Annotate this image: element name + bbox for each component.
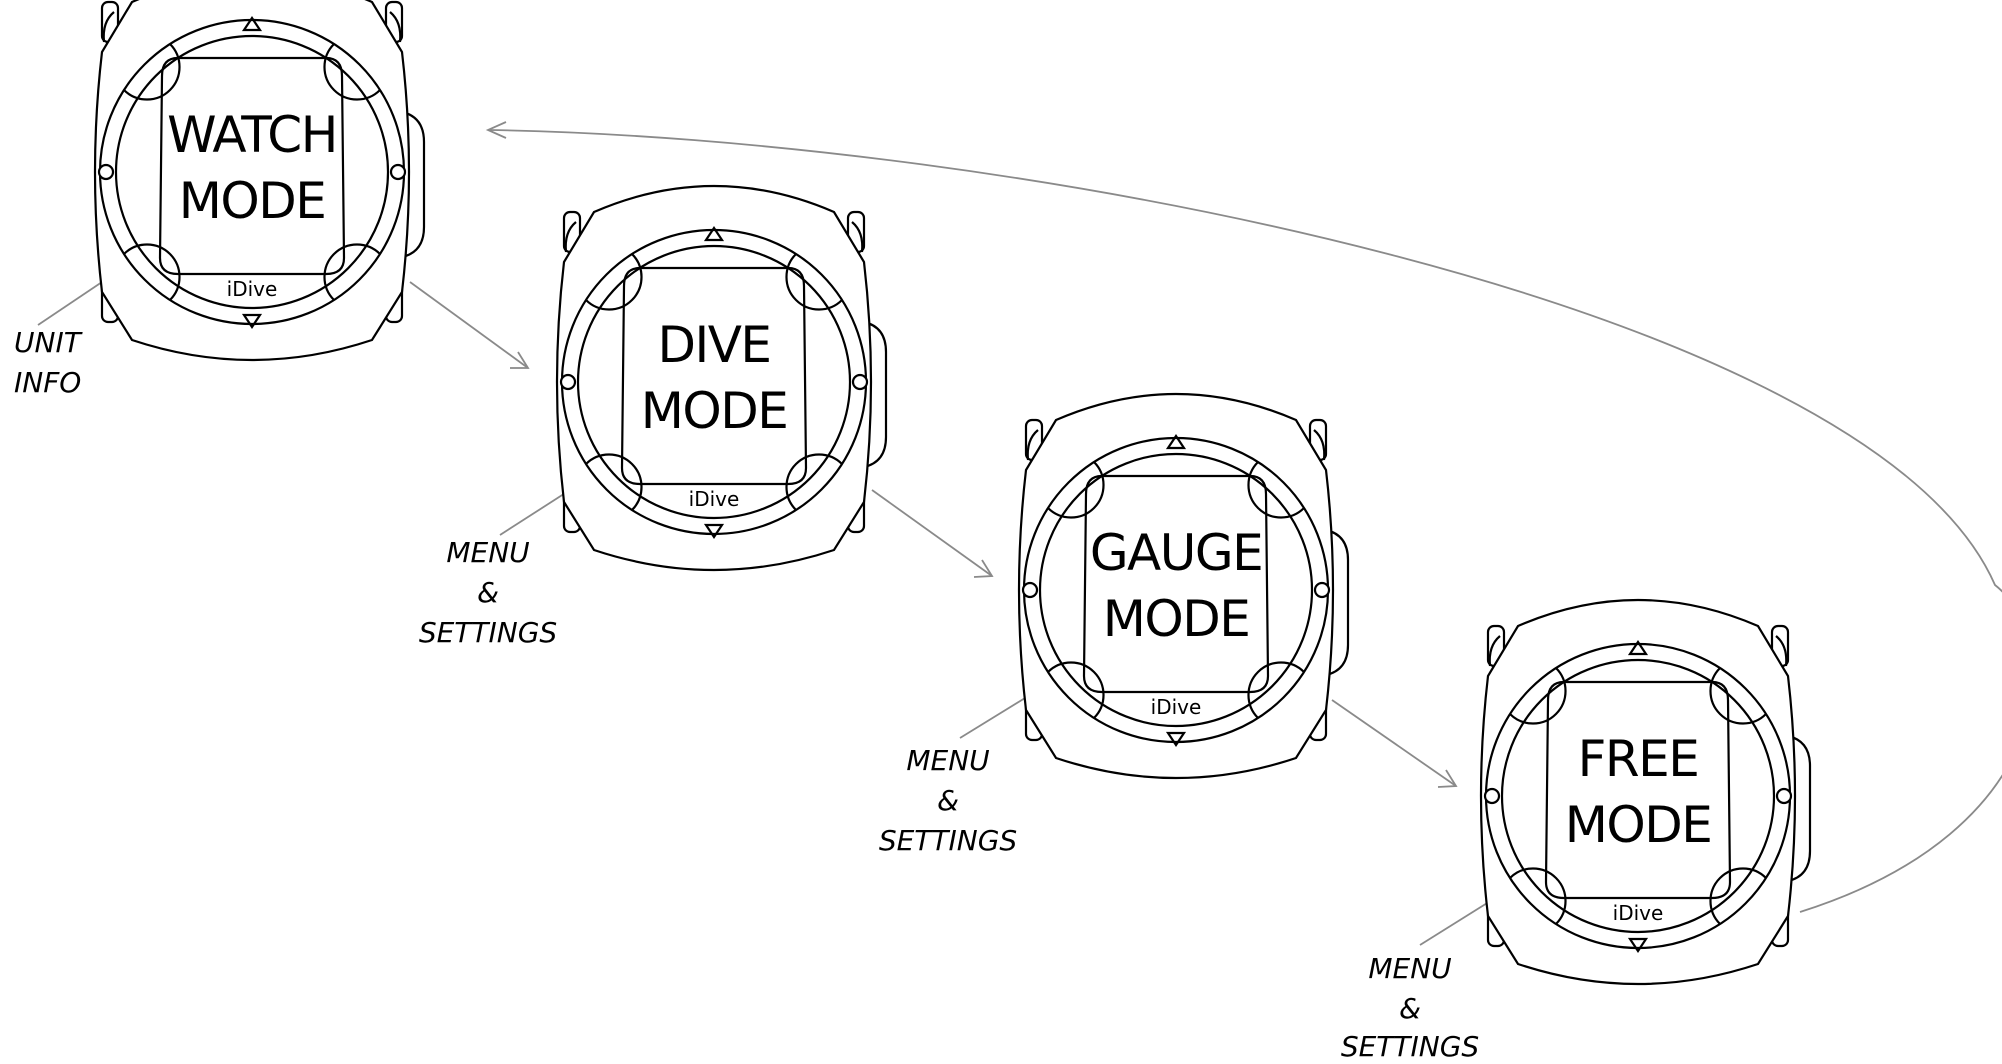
- menu-settings-leader-1: [499, 489, 571, 536]
- watch-gauge-mode: GAUGE MODE iDive: [1017, 392, 1350, 780]
- mode-label-line1: FREE: [1578, 730, 1699, 788]
- watch-watch-mode: WATCH MODE iDive: [93, 0, 426, 362]
- note-unit-info: UNIT INFO: [14, 326, 83, 399]
- note-line: SETTINGS: [879, 824, 1017, 857]
- mode-label-line1: DIVE: [657, 316, 770, 374]
- note-line: SETTINGS: [1341, 1030, 1479, 1063]
- note-menu-settings-2: MENU & SETTINGS: [879, 744, 1017, 857]
- note-line: SETTINGS: [419, 616, 557, 649]
- mode-label-line2: MODE: [1565, 796, 1712, 854]
- note-menu-settings-3: MENU & SETTINGS: [1341, 952, 1479, 1063]
- menu-settings-leader-2: [959, 694, 1031, 739]
- watch-dive-mode: DIVE MODE iDive: [555, 184, 888, 572]
- flow-arrow-gauge-to-free: [1331, 699, 1458, 788]
- flow-arrow-dive-to-gauge: [871, 489, 994, 578]
- note-line: INFO: [14, 366, 81, 399]
- mode-label-line2: MODE: [641, 382, 788, 440]
- mode-label-line2: MODE: [179, 172, 326, 230]
- flow-arrow-free-to-watch: [485, 121, 2002, 913]
- flow-arrow-watch-to-dive: [409, 281, 530, 369]
- mode-label-line2: MODE: [1103, 590, 1250, 648]
- menu-settings-leader-3: [1419, 899, 1493, 946]
- note-line: &: [477, 576, 499, 609]
- note-menu-settings-1: MENU & SETTINGS: [419, 536, 557, 649]
- note-line: UNIT: [14, 326, 83, 359]
- mode-label-line1: WATCH: [167, 106, 337, 164]
- brand-logo: iDive: [1151, 695, 1202, 719]
- note-line: &: [937, 784, 959, 817]
- note-line: MENU: [906, 744, 989, 777]
- brand-logo: iDive: [227, 277, 278, 301]
- brand-logo: iDive: [1613, 901, 1664, 925]
- note-line: &: [1399, 992, 1421, 1025]
- note-line: MENU: [1368, 952, 1451, 985]
- brand-logo: iDive: [689, 487, 740, 511]
- watch-free-mode: FREE MODE iDive: [1479, 598, 1812, 986]
- note-line: MENU: [446, 536, 529, 569]
- mode-label-line1: GAUGE: [1090, 524, 1262, 582]
- unit-info-leader: [37, 279, 106, 326]
